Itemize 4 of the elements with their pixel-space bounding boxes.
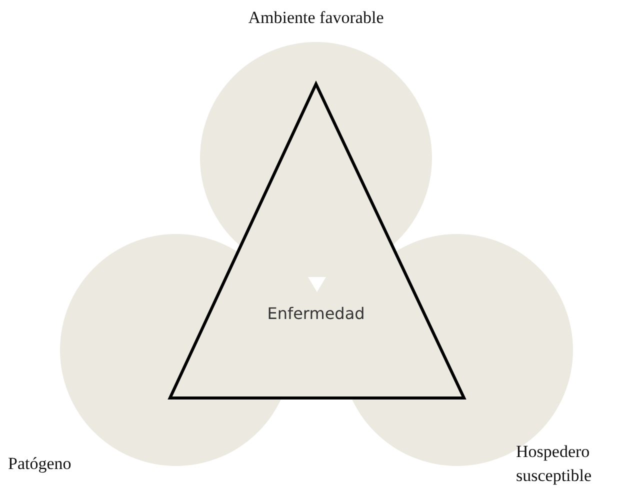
factor-label: Patógeno bbox=[8, 453, 72, 475]
factor-label: Hospedero susceptible bbox=[516, 441, 593, 487]
center-label: Enfermedad bbox=[266, 303, 366, 325]
factor-label: Ambiente favorable bbox=[247, 7, 385, 29]
